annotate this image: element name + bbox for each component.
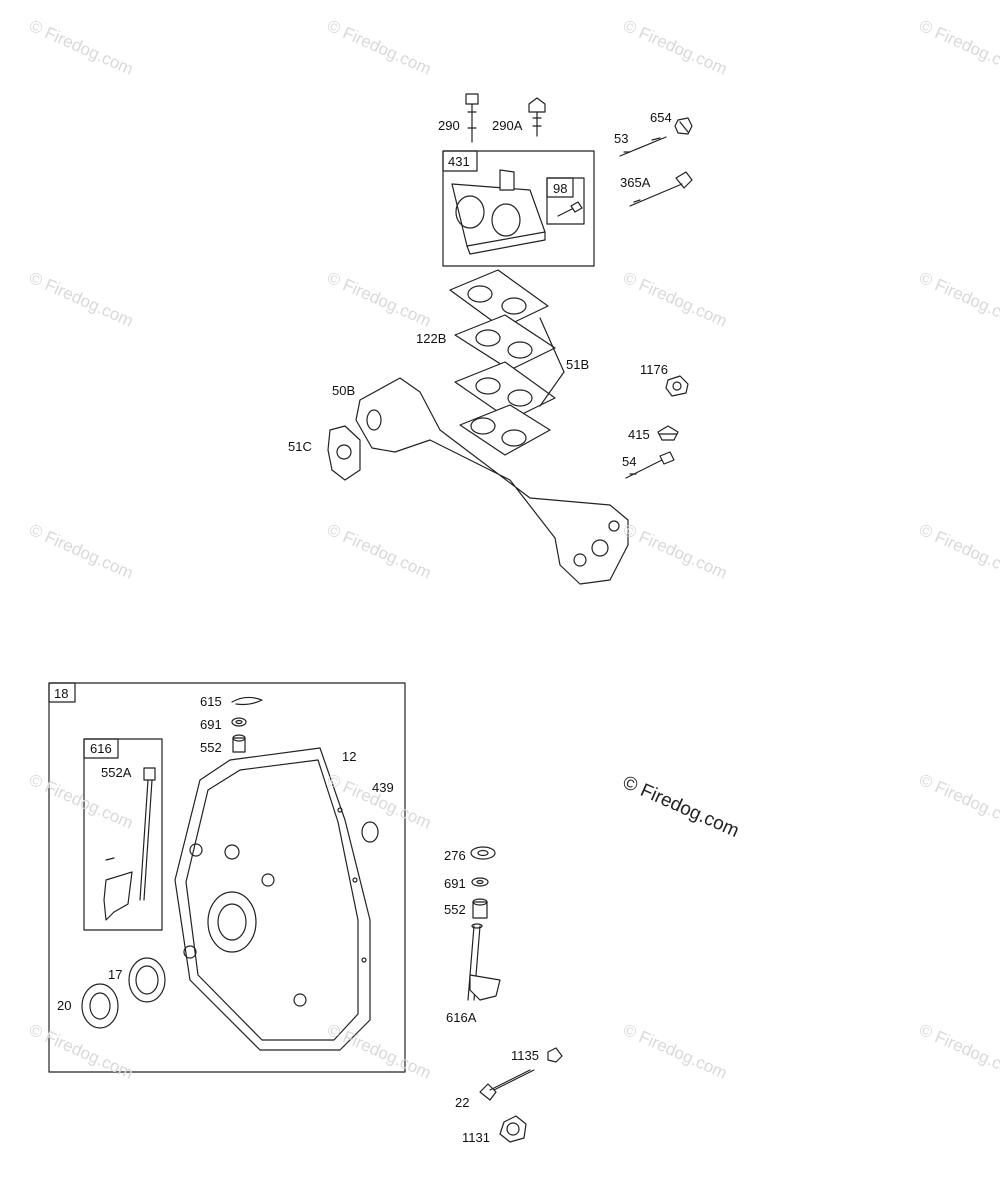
label-691-top: 691 <box>200 717 222 732</box>
label-1131: 1131 <box>462 1130 490 1145</box>
washer-276 <box>470 846 496 860</box>
gasket-51c <box>327 425 361 481</box>
nut-1131 <box>499 1115 527 1143</box>
label-1135: 1135 <box>511 1048 539 1063</box>
gasket-stack <box>449 269 565 421</box>
nut-1176 <box>665 375 689 397</box>
label-54: 54 <box>622 454 637 469</box>
bushing-552-right <box>472 898 488 919</box>
label-365a: 365A <box>620 175 651 190</box>
washer-691-right <box>471 877 489 887</box>
bolt-54 <box>625 451 675 479</box>
box-label-98: 98 <box>553 181 568 196</box>
seal-20 <box>81 983 119 1029</box>
bolt-290a <box>528 97 546 137</box>
label-122b: 122B <box>416 331 447 346</box>
box-431 <box>442 150 595 267</box>
bearing-17 <box>128 957 166 1003</box>
label-53: 53 <box>614 131 629 146</box>
label-552a: 552A <box>101 765 132 780</box>
bolt-365a <box>629 171 693 207</box>
label-552-top: 552 <box>200 740 222 755</box>
label-654: 654 <box>650 110 672 125</box>
label-616a: 616A <box>446 1010 477 1025</box>
box-label-18: 18 <box>54 686 69 701</box>
bolt-290 <box>465 93 479 143</box>
label-51b: 51B <box>566 357 590 372</box>
intake-manifold-50b <box>355 377 629 585</box>
label-691-right: 691 <box>444 876 466 891</box>
governor-shaft-616a <box>467 923 501 1001</box>
label-276: 276 <box>444 848 466 863</box>
stud-53 <box>619 136 667 157</box>
label-415: 415 <box>628 427 650 442</box>
label-439: 439 <box>372 780 394 795</box>
label-12: 12 <box>342 749 357 764</box>
bushing-552-top <box>232 734 246 753</box>
box-label-616: 616 <box>90 741 112 756</box>
label-290: 290 <box>438 118 460 133</box>
label-22: 22 <box>455 1095 470 1110</box>
nut-654 <box>674 117 693 135</box>
o-ring-439 <box>361 821 379 843</box>
label-50b: 50B <box>332 383 356 398</box>
label-17: 17 <box>108 967 123 982</box>
label-290a: 290A <box>492 118 523 133</box>
label-1176: 1176 <box>640 362 668 377</box>
label-615: 615 <box>200 694 222 709</box>
label-552-right: 552 <box>444 902 466 917</box>
box-18 <box>48 682 406 1073</box>
crankcase-cover-12 <box>174 747 371 1051</box>
washer-691-top <box>231 717 247 727</box>
box-616 <box>83 738 163 931</box>
label-20: 20 <box>57 998 72 1013</box>
washer-1135 <box>547 1047 563 1063</box>
fitting-415 <box>657 425 679 441</box>
bolt-22 <box>479 1069 535 1101</box>
box-label-431: 431 <box>448 154 470 169</box>
label-51c: 51C <box>288 439 312 454</box>
clip-615 <box>231 696 263 706</box>
